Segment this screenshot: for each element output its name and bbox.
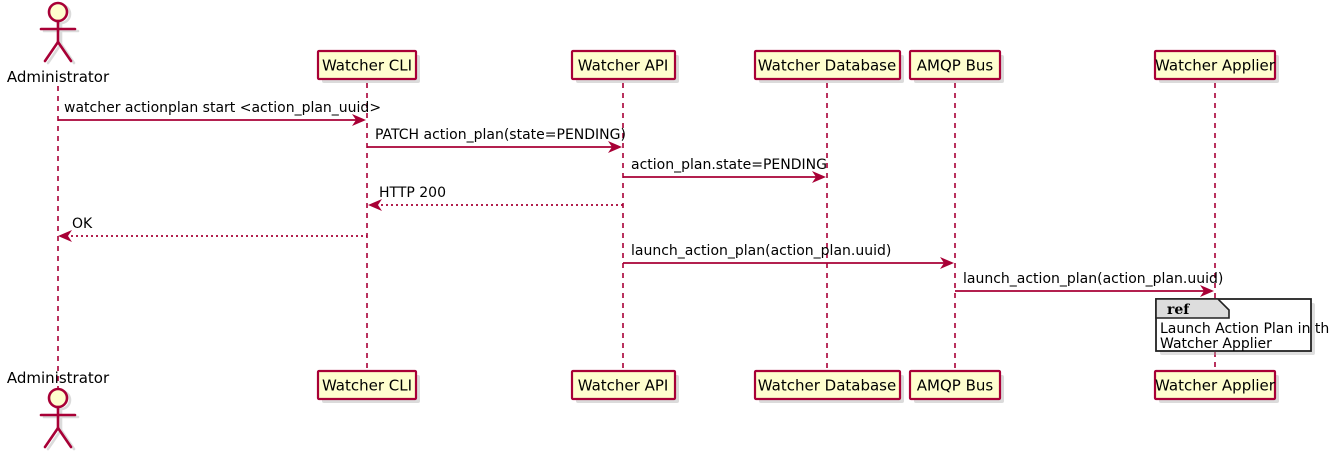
message-arrowhead-4 (368, 199, 382, 211)
participant-box-watcher-cli-top[interactable]: Watcher CLI (316, 49, 420, 83)
message-arrowhead-5 (58, 230, 72, 242)
message-label-6: launch_action_plan(action_plan.uuid) (631, 243, 891, 259)
participant-label-amqp-bus-top: AMQP Bus (917, 57, 994, 75)
message-label-7: launch_action_plan(action_plan.uuid) (963, 271, 1223, 287)
message-http-200[interactable]: HTTP 200 (368, 185, 623, 211)
participant-label-watcher-cli-bottom: Watcher CLI (322, 377, 412, 395)
message-label-2: PATCH action_plan(state=PENDING) (375, 127, 626, 143)
participant-box-watcher-applier-bottom[interactable]: Watcher Applier (1153, 369, 1279, 403)
actor-body-icon-top (39, 19, 77, 63)
message-action-plan-state-pending[interactable]: action_plan.state=PENDING (623, 157, 827, 183)
participant-label-watcher-database-bottom: Watcher Database (758, 377, 896, 395)
participant-box-watcher-database-top[interactable]: Watcher Database (753, 49, 904, 83)
actor-label-top: Administrator (7, 68, 110, 86)
message-ok[interactable]: OK (58, 216, 367, 242)
message-arrowhead-7 (1200, 285, 1214, 297)
message-label-1: watcher actionplan start <action_plan_uu… (64, 100, 381, 116)
actor-head-icon-top (47, 1, 69, 23)
actor-administrator-top[interactable]: Administrator (7, 1, 110, 86)
participant-box-amqp-bus-bottom[interactable]: AMQP Bus (908, 369, 1004, 403)
participant-label-amqp-bus-bottom: AMQP Bus (917, 377, 994, 395)
participant-label-watcher-api-bottom: Watcher API (578, 377, 669, 395)
message-patch-action-plan[interactable]: PATCH action_plan(state=PENDING) (367, 127, 626, 153)
message-arrowhead-2 (608, 141, 622, 153)
ref-fragment-tab (1155, 298, 1230, 319)
ref-fragment-line1: Launch Action Plan in the (1160, 321, 1330, 337)
actor-administrator-bottom[interactable]: Administrator (7, 369, 110, 451)
ref-fragment[interactable]: ref Launch Action Plan in the Watcher Ap… (1155, 298, 1330, 355)
participant-box-watcher-cli-bottom[interactable]: Watcher CLI (316, 369, 420, 403)
participant-box-watcher-api-top[interactable]: Watcher API (570, 49, 679, 83)
actor-label-bottom: Administrator (7, 369, 110, 387)
participant-box-watcher-database-bottom[interactable]: Watcher Database (753, 369, 904, 403)
message-launch-action-plan-api-amqp[interactable]: launch_action_plan(action_plan.uuid) (623, 243, 954, 269)
participant-label-watcher-applier-top: Watcher Applier (1155, 57, 1276, 75)
ref-fragment-tab-label: ref (1167, 302, 1190, 318)
lifelines (57, 83, 1216, 398)
ref-fragment-line2: Watcher Applier (1160, 336, 1272, 352)
message-arrowhead-3 (812, 171, 826, 183)
message-arrowhead-1 (352, 114, 366, 126)
participant-box-watcher-api-bottom[interactable]: Watcher API (570, 369, 679, 403)
participant-box-watcher-applier-top[interactable]: Watcher Applier (1153, 49, 1279, 83)
actor-head-icon-bottom (47, 387, 69, 409)
message-label-3: action_plan.state=PENDING (631, 157, 827, 173)
message-label-4: HTTP 200 (379, 185, 446, 201)
message-label-5: OK (72, 216, 93, 232)
message-watcher-actionplan-start[interactable]: watcher actionplan start <action_plan_uu… (58, 100, 381, 126)
participant-label-watcher-database-top: Watcher Database (758, 57, 896, 75)
actor-body-icon-bottom (39, 405, 77, 449)
message-arrowhead-6 (940, 257, 954, 269)
participant-label-watcher-applier-bottom: Watcher Applier (1155, 377, 1276, 395)
participant-label-watcher-api-top: Watcher API (578, 57, 669, 75)
message-launch-action-plan-amqp-applier[interactable]: launch_action_plan(action_plan.uuid) (955, 271, 1223, 297)
participant-box-amqp-bus-top[interactable]: AMQP Bus (908, 49, 1004, 83)
participant-label-watcher-cli-top: Watcher CLI (322, 57, 412, 75)
